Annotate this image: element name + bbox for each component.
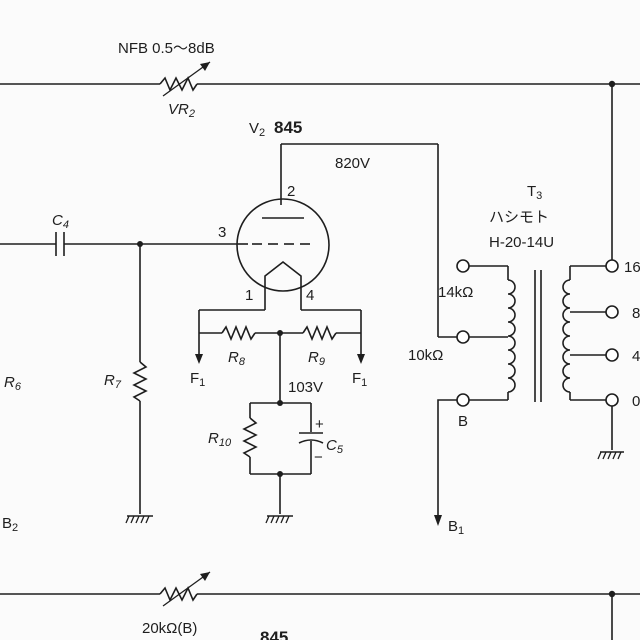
left-resistor-label: R6: [4, 374, 22, 393]
feedback-line: [0, 61, 640, 97]
pin-grid: 3: [218, 224, 226, 241]
transformer-model: H-20-14U: [489, 234, 554, 251]
filament-resistor-left-label: R8: [228, 349, 246, 368]
primary-tap-10k[interactable]: [456, 330, 470, 344]
transformer-maker: ハシモト: [489, 209, 549, 226]
lower-feedback-line: [0, 571, 640, 640]
filament-network: [195, 290, 365, 406]
vr2-label: VR2: [168, 101, 195, 120]
filament-right-label: F1: [352, 370, 367, 389]
plate-voltage: 820V: [335, 155, 370, 172]
cap-minus-sign: −: [314, 449, 323, 466]
secondary-tap-8[interactable]: [605, 305, 619, 319]
ground-icon: [597, 451, 624, 460]
cap-plus-sign: +: [315, 416, 324, 433]
grid-resistor-label: R7: [104, 372, 122, 391]
tube-type: 845: [274, 118, 302, 137]
ground-icon: [125, 515, 153, 524]
primary-tap-14k-label: 14kΩ: [438, 284, 473, 301]
primary-tap-10k-label: 10kΩ: [408, 347, 443, 364]
output-rail: [597, 80, 624, 460]
pin-filament-a: 1: [245, 287, 253, 304]
cathode-bias: [242, 402, 324, 524]
secondary-tap-16-label: 16: [624, 259, 640, 276]
lower-tube-type: 845: [260, 628, 288, 640]
filament-resistor-right-label: R9: [308, 349, 325, 368]
secondary-tap-4[interactable]: [605, 348, 619, 362]
tube-symbol: [236, 198, 330, 292]
feedback-label: NFB 0.5～8dB: [118, 40, 215, 57]
primary-tap-14k[interactable]: [456, 259, 470, 273]
filament-left-label: F1: [190, 370, 205, 389]
secondary-tap-8-label: 8: [632, 305, 640, 322]
cathode-voltage: 103V: [288, 379, 323, 396]
primary-wiring: [434, 265, 508, 526]
cathode-resistor-label: R10: [208, 430, 232, 449]
plate-wire: [280, 143, 439, 337]
secondary-tap-0-label: 0: [632, 393, 640, 410]
secondary-tap-4-label: 4: [632, 348, 640, 365]
tube-ref: V2: [249, 120, 265, 139]
grid-resistor: [125, 244, 153, 524]
cathode-cap-label: C5: [326, 437, 344, 456]
secondary-tap-16[interactable]: [605, 259, 619, 273]
pin-plate: 2: [287, 183, 295, 200]
primary-tap-b[interactable]: [456, 393, 470, 407]
ground-icon: [265, 515, 293, 524]
transformer-symbol: [507, 265, 607, 402]
left-supply-label: B2: [2, 515, 18, 534]
primary-tap-b-label: B: [458, 413, 468, 430]
transformer-ref: T3: [527, 183, 542, 202]
supply-label: B1: [448, 518, 464, 537]
coupling-cap-label: C4: [52, 212, 69, 231]
pin-filament-b: 4: [306, 287, 314, 304]
lower-pot-value: 20kΩ(B): [142, 620, 197, 637]
grid-input-wire: [0, 232, 238, 256]
secondary-tap-0[interactable]: [605, 393, 619, 407]
